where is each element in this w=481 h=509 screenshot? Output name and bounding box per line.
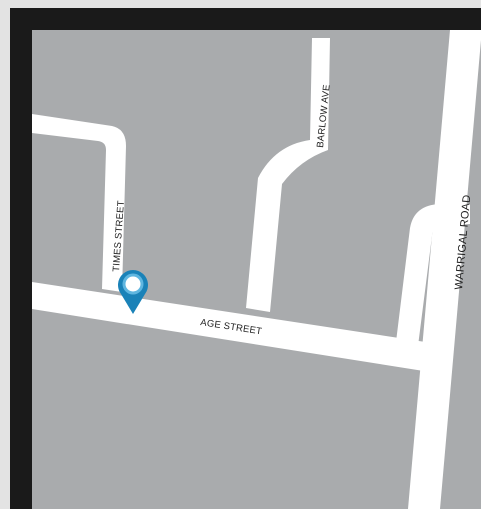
location-pin-icon[interactable] — [118, 270, 148, 314]
road-warrigal-road — [408, 30, 481, 509]
label-times-street: TIMES STREET — [111, 200, 127, 272]
pin-center — [125, 276, 141, 292]
road-times-street — [32, 114, 126, 292]
road-warrigal-connector — [396, 204, 470, 346]
road-barlow-ave — [246, 38, 330, 312]
